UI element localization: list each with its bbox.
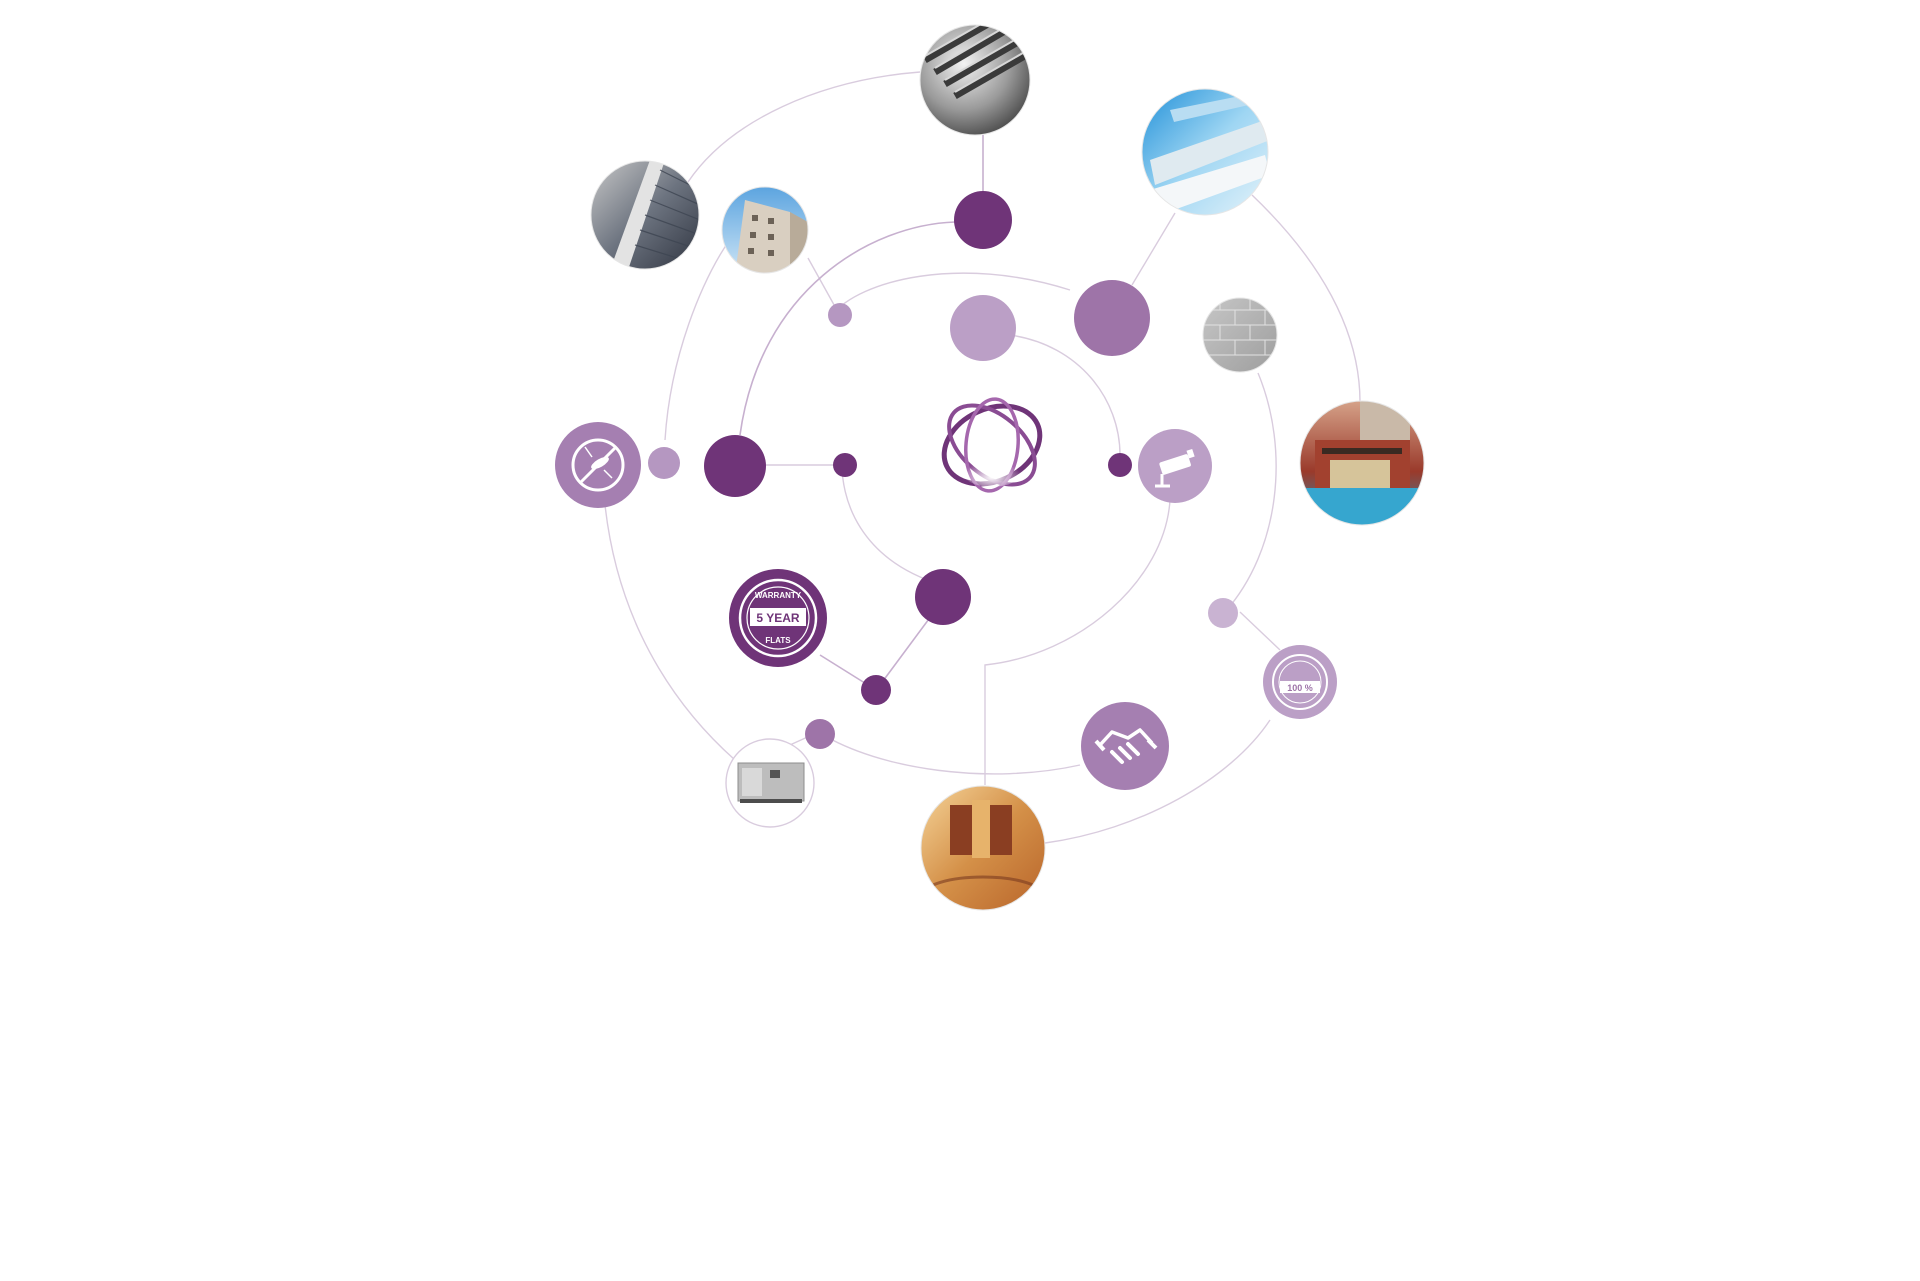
elevator-lobby-photo <box>920 785 1046 911</box>
node-dot <box>704 435 766 497</box>
warranty-badge: WARRANTY 5 YEAR FLATS <box>729 569 827 667</box>
cctv-camera-icon <box>1138 429 1212 503</box>
guarantee-main-text: 100 % <box>1287 683 1313 693</box>
guarantee-badge: 100 % <box>1263 645 1337 719</box>
node-dot <box>861 675 891 705</box>
glass-panels-photo <box>1141 88 1269 216</box>
warranty-bottom-text: FLATS <box>765 636 791 645</box>
node-dot <box>954 191 1012 249</box>
clubhouse-pool-photo <box>1299 400 1425 526</box>
no-mosquito-icon <box>555 422 641 508</box>
warranty-main-text: 5 YEAR <box>756 611 799 625</box>
node-dot <box>915 569 971 625</box>
node-dot <box>828 303 852 327</box>
node-dot <box>805 719 835 749</box>
node-dot <box>950 295 1016 361</box>
steel-rods-photo <box>919 24 1031 136</box>
generator-photo <box>725 738 815 828</box>
tower-facade-photo <box>590 160 700 270</box>
brick-wall-photo <box>1202 297 1278 373</box>
dot-nodes <box>648 191 1238 749</box>
node-dot <box>1108 453 1132 477</box>
orbit-logo-icon <box>941 397 1043 493</box>
node-dot <box>648 447 680 479</box>
handshake-icon <box>1081 702 1169 790</box>
warranty-top-text: WARRANTY <box>755 591 802 600</box>
connector-lines <box>604 71 1361 844</box>
node-dot <box>1074 280 1150 356</box>
apartment-building-photo <box>721 186 809 274</box>
node-dot <box>833 453 857 477</box>
node-dot <box>1208 598 1238 628</box>
